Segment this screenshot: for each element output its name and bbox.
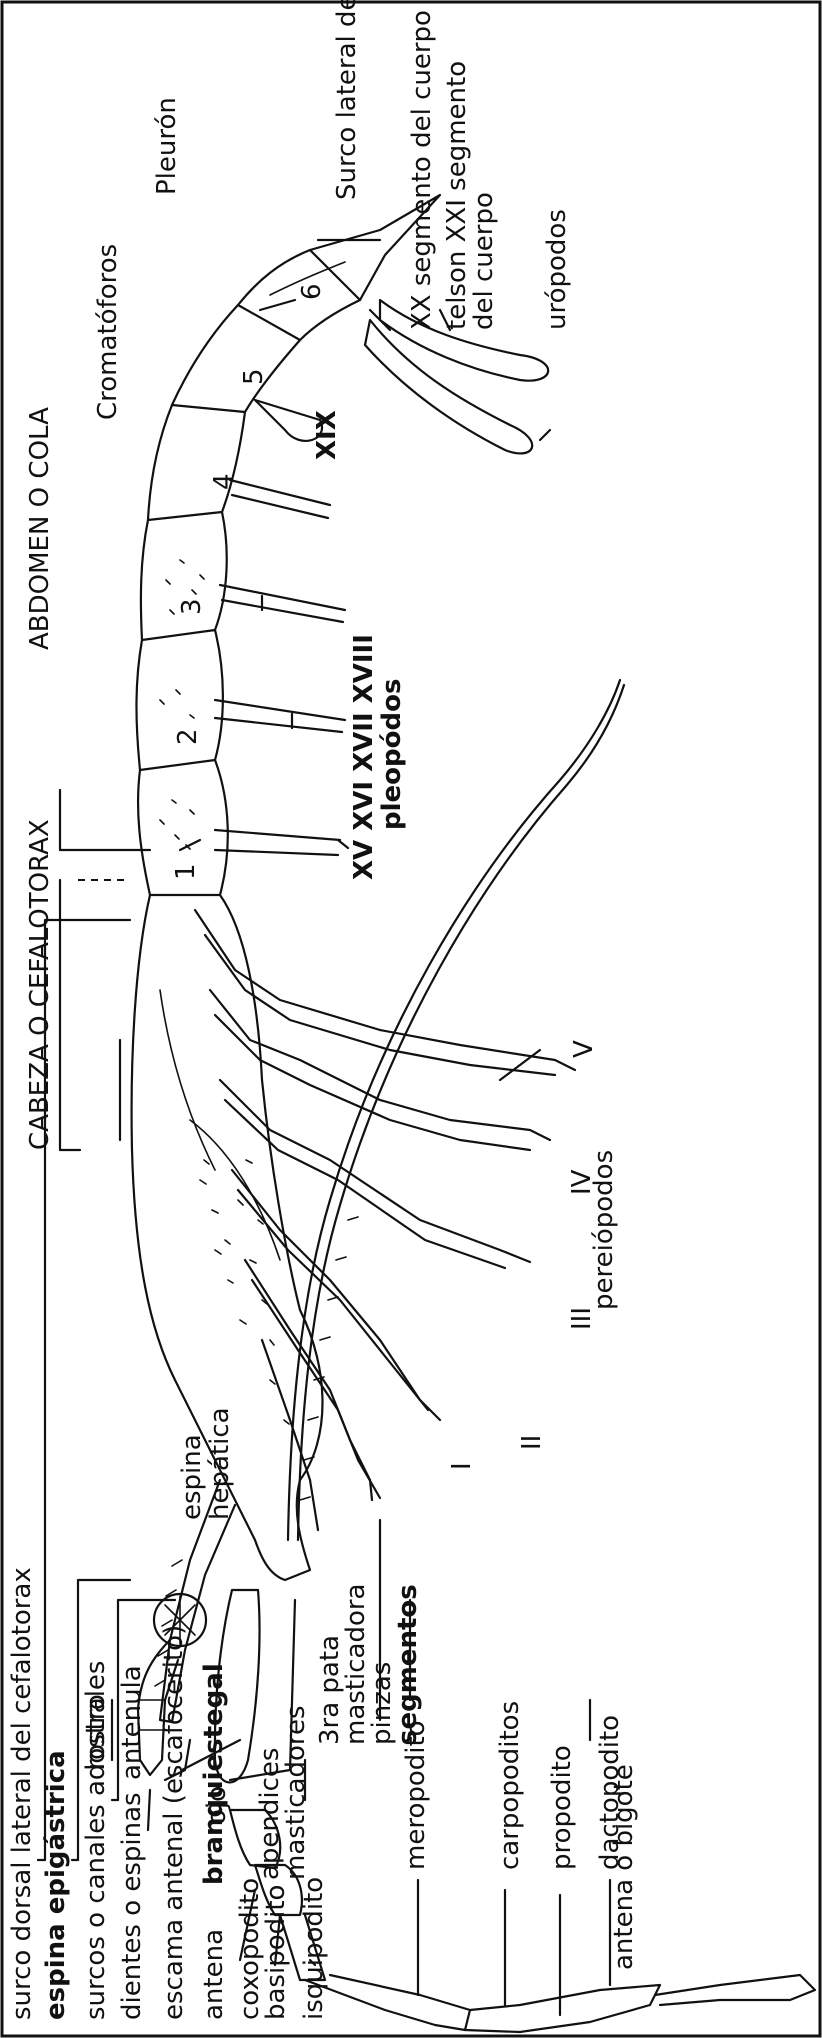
label-surco-sexto: Surco lateral del sexto [332,0,362,200]
label-isquipodito: isquipodito [299,1877,329,2020]
label-roman-III: III [567,1307,597,1330]
label-carpopoditos: carpopoditos [495,1701,525,1870]
label-roman-XIX: XIX [312,410,342,460]
label-uropodos: urópodos [542,209,572,330]
label-rostro: rostro [81,1694,111,1770]
label-hepatica: hepática [205,1407,235,1520]
uropod-2 [365,320,532,453]
label-del-cuerpo: del cuerpo [469,192,499,330]
label-espina-epigastrica: espina epigástrica [41,1750,71,2020]
label-surco-dorsal: surco dorsal lateral del cefalotorax [7,1567,37,2020]
leader-dientes [148,1790,150,1830]
label-roman-II: II [517,1435,547,1450]
label-dientes: dientes o espinas [117,1792,147,2020]
label-cabeza: CABEZA O CEFALOTORAX [25,819,55,1150]
label-meropodito: meropodito [401,1720,431,1870]
leader-pleuron [260,300,295,310]
carapace-stipple [200,1160,289,1424]
label-branquiestegal: branquiestegal [199,1663,229,1885]
label-seg-6: 6 [297,283,327,300]
label-basipodito: basipodito [261,1885,291,2020]
label-roman-I: I [447,1462,477,1470]
label-propodito: propodito [547,1745,577,1870]
label-seg-1: 1 [171,863,201,880]
label-telson: telson XXI segmento [442,61,472,330]
shrimp-drawing [132,195,815,2032]
abdomen-segments [136,250,360,895]
label-masticadores: masticadores [281,1705,311,1880]
carapace-groove [160,990,215,1170]
label-xx: XX segmento del cuerpo [407,10,437,330]
label-espina: espina [177,1434,207,1520]
label-escama: escama antenal (escafocerito) [159,1625,189,2020]
label-antenula: antenula [117,1665,147,1780]
label-roman-V: V [569,1040,599,1058]
label-abdomen: ABDOMEN O COLA [25,407,55,650]
label-seg-5: 5 [239,368,269,385]
label-cromatoforos: Cromatóforos [93,244,123,420]
leader-uropodos [540,430,550,440]
label-seg-2: 2 [173,728,203,745]
label-roman-IV: IV [567,1169,597,1195]
label-pleopodos-numbers: XV XVI XVII XVIII [349,634,379,880]
label-pleuron: Pleurón [152,97,182,195]
label-dactopodito: dactopodito [595,1715,625,1870]
label-antena: antena [199,1929,229,2020]
label-pleopodos: pleopódos [377,679,407,830]
label-seg-4: 4 [209,473,239,490]
leader-abdomen [60,790,150,850]
label-seg-3: 3 [177,598,207,615]
